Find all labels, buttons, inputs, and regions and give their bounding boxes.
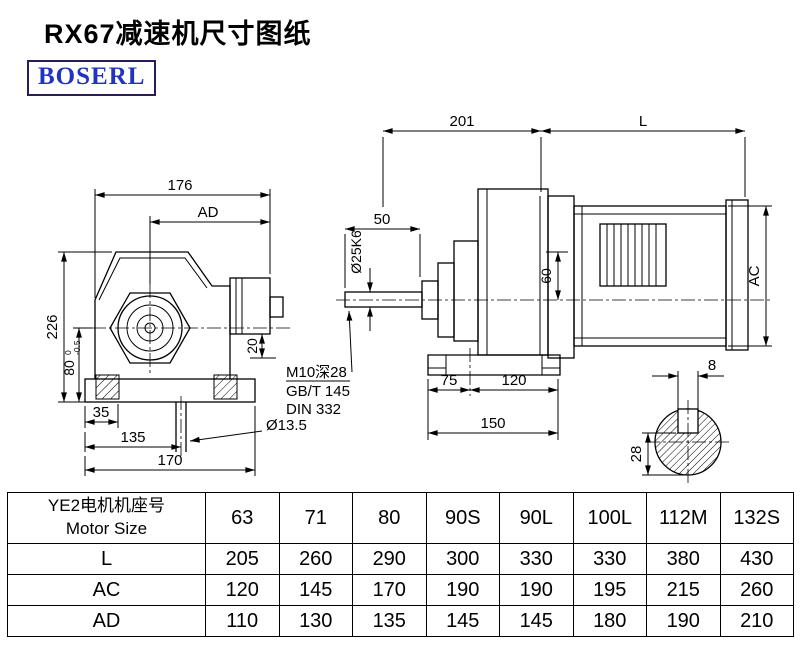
dim-8: 8 [708, 357, 716, 374]
dim-hole-dia: Ø13.5 [266, 417, 307, 434]
dim-shaft-dia: Ø25K6 [348, 230, 364, 274]
motor-size-label-en: Motor Size [65, 519, 148, 538]
row-label-AD: AD [7, 605, 206, 637]
housing-inner-wall [98, 257, 208, 301]
size-col-header: 90L [499, 492, 574, 544]
size-col-header: 80 [352, 492, 427, 544]
size-col-header: 71 [278, 492, 353, 544]
table-cell: 190 [499, 574, 574, 606]
table-row-AC: AC 120 145 170 190 190 195 215 260 [7, 574, 794, 606]
table-cell: 120 [205, 574, 280, 606]
thread-note-line2: GB/T 145 [286, 383, 350, 400]
table-cell: 180 [572, 605, 647, 637]
table-cell: 145 [425, 605, 500, 637]
table-cell: 330 [499, 543, 574, 575]
input-shaft [344, 291, 423, 308]
dim-L: L [639, 113, 647, 130]
table-cell: 290 [352, 543, 427, 575]
table-header-row: YE2电机机座号 Motor Size 63 71 80 90S 90L 100… [7, 492, 794, 544]
table-cell: 380 [646, 543, 721, 575]
shaft-stub [269, 296, 284, 318]
size-col-header: 112M [646, 492, 721, 544]
thread-note-line1: M10深28 [286, 364, 347, 381]
table-cell: 195 [572, 574, 647, 606]
shaft-end-view: 8 28 [628, 357, 730, 486]
dim-AD: AD [198, 204, 219, 221]
page-title: RX67减速机尺寸图纸 [44, 19, 312, 49]
size-col-header: 132S [719, 492, 794, 544]
table-cell: 430 [719, 543, 794, 575]
dim-226: 226 [44, 314, 61, 339]
thread-note-line3: DIN 332 [286, 401, 341, 418]
foot-hatch-right [213, 374, 238, 400]
dim-20: 20 [244, 338, 260, 354]
dim-50: 50 [374, 211, 391, 228]
table-cell: 210 [719, 605, 794, 637]
table-cell: 300 [425, 543, 500, 575]
table-row-AD: AD 110 130 135 145 145 180 190 210 [7, 605, 794, 637]
table-cell: 330 [572, 543, 647, 575]
dim-120: 120 [501, 372, 526, 389]
terminal-box-fins [606, 224, 657, 286]
table-cell: 260 [278, 543, 353, 575]
dim-150: 150 [480, 415, 505, 432]
dim-80: 80 [61, 360, 77, 376]
size-col-header: 63 [205, 492, 280, 544]
size-col-header: 100L [572, 492, 647, 544]
front-view: 176 AD 226 80 0 -0.5 35 135 170 [44, 177, 307, 476]
dim-80-tol-lower: -0.5 [72, 340, 82, 355]
table-cell: 190 [646, 605, 721, 637]
boserl-logo-text: BOSERL [38, 63, 146, 90]
table-cell: 205 [205, 543, 280, 575]
dim-60: 60 [538, 268, 554, 284]
dimension-table: YE2电机机座号 Motor Size 63 71 80 90S 90L 100… [7, 492, 794, 637]
dim-AC: AC [746, 265, 763, 286]
dim-176: 176 [167, 177, 192, 194]
motor-size-label-cn: YE2电机机座号 [47, 496, 166, 516]
table-cell: 135 [352, 605, 427, 637]
table-cell: 145 [499, 605, 574, 637]
fan-cowl [725, 199, 749, 351]
row-label-AC: AC [7, 574, 206, 606]
housing-outline [94, 251, 231, 379]
dim-75: 75 [441, 372, 458, 389]
dim-135: 135 [120, 429, 145, 446]
table-cell: 215 [646, 574, 721, 606]
motor-body [573, 205, 727, 347]
dim-28: 28 [628, 446, 645, 463]
table-row-L: L 205 260 290 300 330 330 380 430 [7, 543, 794, 575]
dim-170: 170 [157, 452, 182, 469]
table-cell: 110 [205, 605, 280, 637]
table-cell: 170 [352, 574, 427, 606]
dim-80-tol-upper: 0 [63, 350, 73, 355]
table-cell: 145 [278, 574, 353, 606]
row-label-L: L [7, 543, 206, 575]
table-cell: 260 [719, 574, 794, 606]
motor-size-header-cell: YE2电机机座号 Motor Size [7, 492, 206, 544]
table-cell: 190 [425, 574, 500, 606]
dim-80-group: 80 0 -0.5 [61, 340, 82, 376]
table-cell: 130 [278, 605, 353, 637]
side-view: 201 L 50 Ø25K6 60 AC M10深28 GB/T 145 DIN… [286, 113, 772, 440]
dim-35: 35 [93, 404, 110, 421]
size-col-header: 90S [425, 492, 500, 544]
boserl-logo: BOSERL [27, 60, 157, 96]
foot-hatch-left [95, 374, 120, 400]
terminal-box [599, 223, 667, 287]
dim-201: 201 [449, 113, 474, 130]
